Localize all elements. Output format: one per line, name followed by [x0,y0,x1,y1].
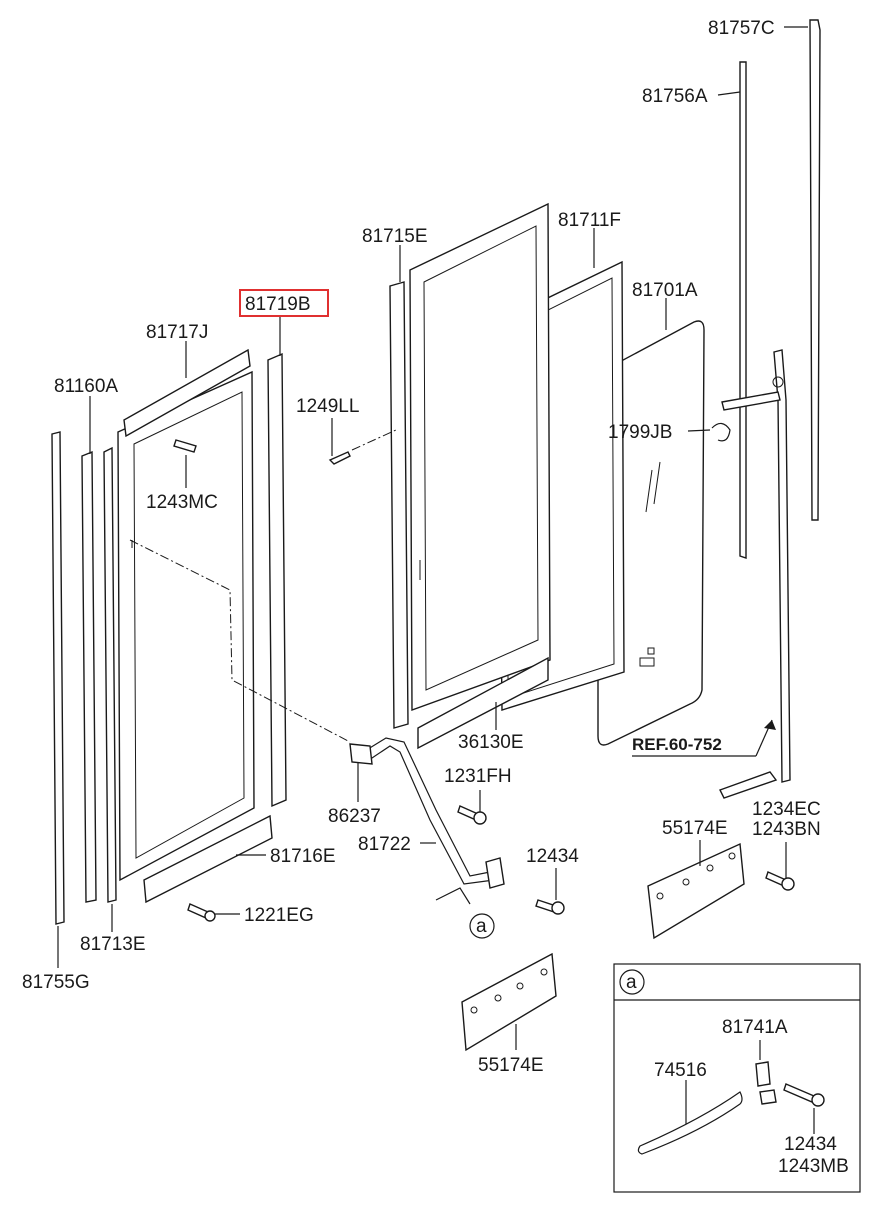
label-1231FH: 1231FH [444,766,512,787]
hinge-plate-55174E-right [647,842,745,940]
label-81755G: 81755G [22,972,90,993]
label-1221EG: 1221EG [244,905,314,926]
bolt-1234EC [765,871,795,891]
chain-74516 [637,1091,743,1155]
label-81713E: 81713E [80,934,146,955]
callout-a-text: a [476,916,487,937]
label-1234EC: 1234EC [752,799,821,820]
door-frame-front [117,348,287,882]
bolt-1231FH [457,805,487,825]
label-81719B: 81719B [245,294,311,315]
label-81722: 81722 [358,834,411,855]
label-55174E-right: 55174E [662,818,728,839]
clip-1799JB [711,422,731,442]
label-1243MB: 1243MB [778,1156,849,1177]
screw-1249LL [328,429,397,465]
label-ref: REF.60-752 [632,735,722,754]
hinge-plate-55174E-bottom [461,952,557,1052]
label-81741A: 81741A [722,1017,788,1038]
bolt-inset [783,1083,815,1103]
callout-a-leader [435,887,471,905]
bracket-81716E [143,814,273,904]
label-81711F: 81711F [558,210,621,231]
label-1799JB: 1799JB [608,422,672,443]
label-81701A: 81701A [632,280,698,301]
label-81756A: 81756A [642,86,708,107]
label-55174E-bottom: 55174E [478,1055,544,1076]
bolt-12434 [535,899,565,915]
regulator-rod [719,349,791,799]
label-1243BN: 1243BN [752,819,821,840]
leader-lines [57,26,808,1050]
label-81717J: 81717J [146,322,208,343]
label-12434: 12434 [526,846,579,867]
door-stay-81722 [349,737,505,889]
strip-81713E [103,446,117,903]
inset-a-text: a [626,972,637,993]
weatherstrip-81757C [809,19,821,521]
bracket-36130E [417,656,549,750]
label-86237: 86237 [328,806,381,827]
label-1243MC: 1243MC [146,492,218,513]
weatherstrip-81756A [739,61,747,559]
label-12434-inset: 12434 [784,1134,837,1155]
label-81716E: 81716E [270,846,336,867]
label-1249LL: 1249LL [296,396,359,417]
door-frame-81715E [389,202,551,729]
strip-81160A [81,450,97,903]
label-36130E: 36130E [458,732,524,753]
pin-81741A [755,1061,771,1087]
label-81160A: 81160A [54,376,118,397]
bolt-1221EG [187,903,216,922]
ref-arrow [632,719,776,757]
inset-box [613,963,861,1193]
strip-81755G [51,431,65,925]
screw-1243MC [173,439,197,453]
label-81757C: 81757C [708,18,775,39]
highlight-box [239,289,329,317]
guide-line [129,539,351,743]
callout-a-circle [469,913,495,939]
label-74516: 74516 [654,1060,707,1081]
label-81715E: 81715E [362,226,428,247]
